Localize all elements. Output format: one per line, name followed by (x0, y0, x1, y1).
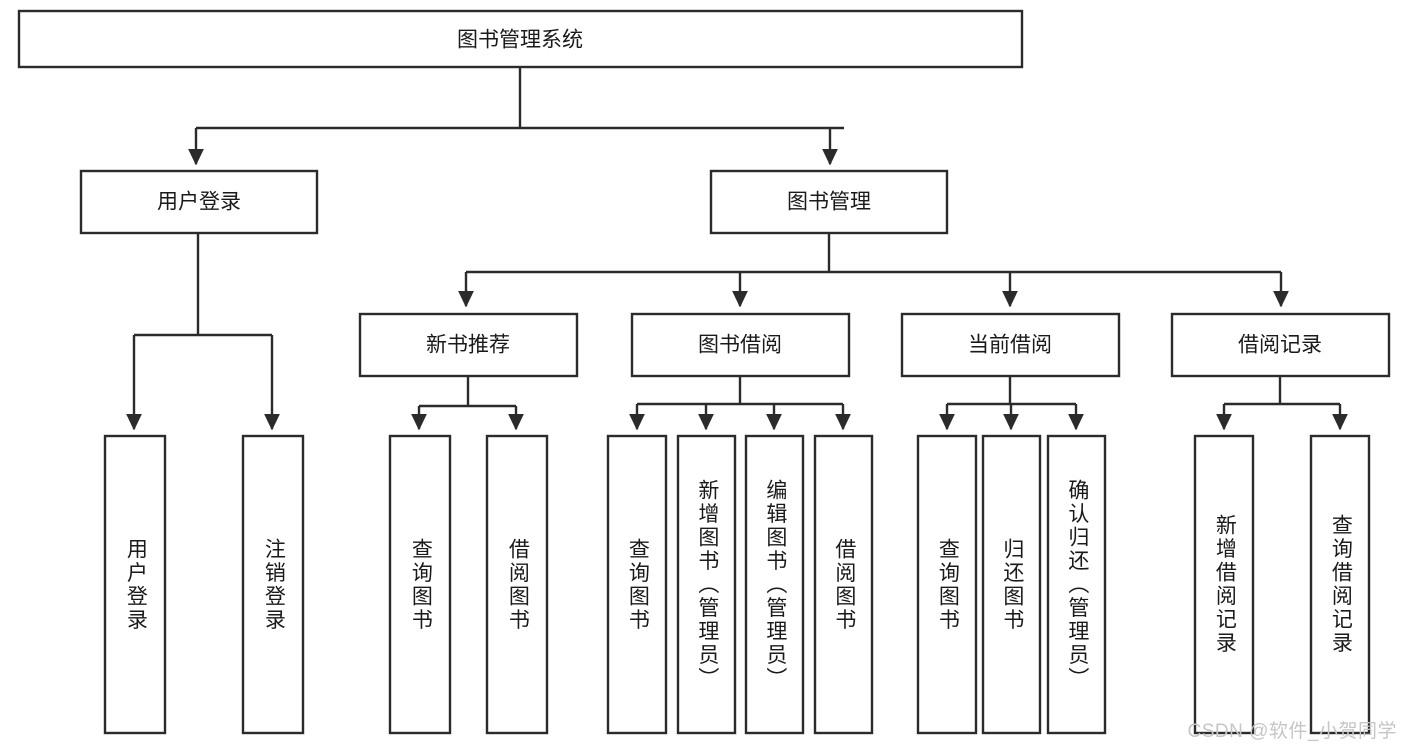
connector-root-to-level2 (188, 67, 844, 166)
leaf-box[interactable] (981, 434, 1042, 735)
node-book-borrow-label: 图书借阅 (698, 334, 782, 357)
node-book-management[interactable]: 图书管理 (709, 169, 949, 235)
leaf-box[interactable] (1193, 434, 1255, 735)
leaf-boxes (103, 434, 1371, 735)
node-current-borrow-label: 当前借阅 (968, 334, 1052, 357)
connector-book-mgmt-to-level3 (458, 233, 1289, 308)
node-user-login-label: 用户登录 (157, 191, 241, 214)
watermark: CSDN @软件_小贺同学 (1187, 721, 1397, 742)
connector-current-borrow-to-leaves (939, 376, 1084, 431)
leaf-box[interactable] (676, 434, 737, 735)
connector-new-book-rec-to-leaves (411, 376, 524, 431)
leaf-box[interactable] (1309, 434, 1371, 735)
node-borrow-record-label: 借阅记录 (1238, 334, 1322, 357)
leaf-box[interactable] (813, 434, 874, 735)
node-new-book-recommend-label: 新书推荐 (426, 334, 510, 357)
connector-user-login-to-leaves (126, 233, 280, 431)
connector-book-borrow-to-leaves (629, 376, 851, 431)
leaf-box[interactable] (606, 434, 668, 735)
node-current-borrow[interactable]: 当前借阅 (900, 312, 1121, 378)
connector-borrow-record-to-leaves (1216, 376, 1348, 431)
node-root-label: 图书管理系统 (457, 29, 583, 52)
node-root[interactable]: 图书管理系统 (17, 9, 1024, 69)
leaf-box[interactable] (744, 434, 805, 735)
node-borrow-record[interactable]: 借阅记录 (1170, 312, 1391, 378)
leaf-box[interactable] (241, 434, 305, 735)
leaf-box[interactable] (1046, 434, 1107, 735)
node-user-login[interactable]: 用户登录 (79, 169, 319, 235)
leaf-box[interactable] (388, 434, 452, 735)
node-book-management-label: 图书管理 (787, 191, 871, 214)
leaf-box[interactable] (916, 434, 978, 735)
node-new-book-recommend[interactable]: 新书推荐 (358, 312, 579, 378)
leaf-box[interactable] (485, 434, 549, 735)
leaf-box[interactable] (103, 434, 167, 735)
node-book-borrow[interactable]: 图书借阅 (630, 312, 851, 378)
